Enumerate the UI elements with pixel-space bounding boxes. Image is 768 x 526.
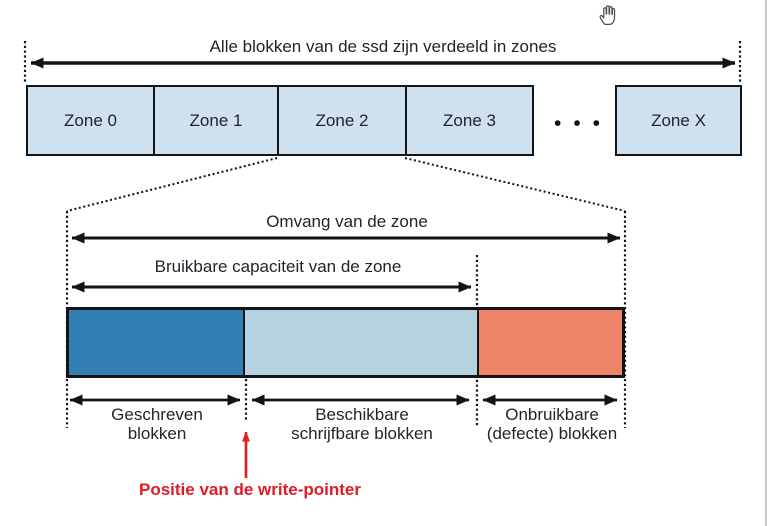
overview-title: Alle blokken van de ssd zijn verdeeld in… (209, 37, 557, 56)
page-edge-line (765, 0, 767, 526)
zones-ellipsis: ••• (553, 112, 613, 135)
expand-diagonal-left (66, 157, 278, 212)
zone-box-1: Zone 1 (153, 85, 279, 156)
available-blocks-label-line1: Beschikbare (315, 405, 409, 424)
written-blocks-label-line1: Geschreven (111, 405, 203, 424)
usable-capacity-label: Bruikbare capaciteit van de zone (154, 257, 402, 276)
zone-extent-label: Omvang van de zone (266, 212, 428, 231)
zone-2-label: Zone 2 (315, 110, 369, 130)
zone-x-label: Zone X (651, 110, 706, 130)
available-writable-blocks-segment (243, 310, 477, 375)
zone-1-label: Zone 1 (189, 110, 243, 130)
write-pointer-label: Positie van de write-pointer (139, 480, 361, 499)
available-blocks-label: Beschikbare schrijfbare blokken (262, 405, 462, 443)
unusable-blocks-label: Onbruikbare (defecte) blokken (452, 405, 652, 443)
written-blocks-label: Geschreven blokken (77, 405, 237, 443)
unusable-blocks-label-line2: (defecte) blokken (486, 424, 618, 443)
zone-blocks-bar (66, 307, 625, 378)
zone-box-x: Zone X (615, 85, 742, 156)
unusable-defective-blocks-segment (477, 310, 622, 375)
zone-0-label: Zone 0 (64, 110, 117, 130)
hand-cursor-icon (599, 5, 616, 26)
available-blocks-label-line2: schrijfbare blokken (291, 424, 433, 443)
zone-3-label: Zone 3 (443, 110, 496, 130)
unusable-blocks-label-line1: Onbruikbare (505, 405, 599, 424)
zone-box-3: Zone 3 (405, 85, 534, 156)
zone-box-2: Zone 2 (277, 85, 407, 156)
written-blocks-label-line2: blokken (127, 424, 187, 443)
zone-box-0: Zone 0 (26, 85, 155, 156)
written-blocks-segment (69, 310, 243, 375)
expand-diagonal-right (404, 157, 626, 212)
